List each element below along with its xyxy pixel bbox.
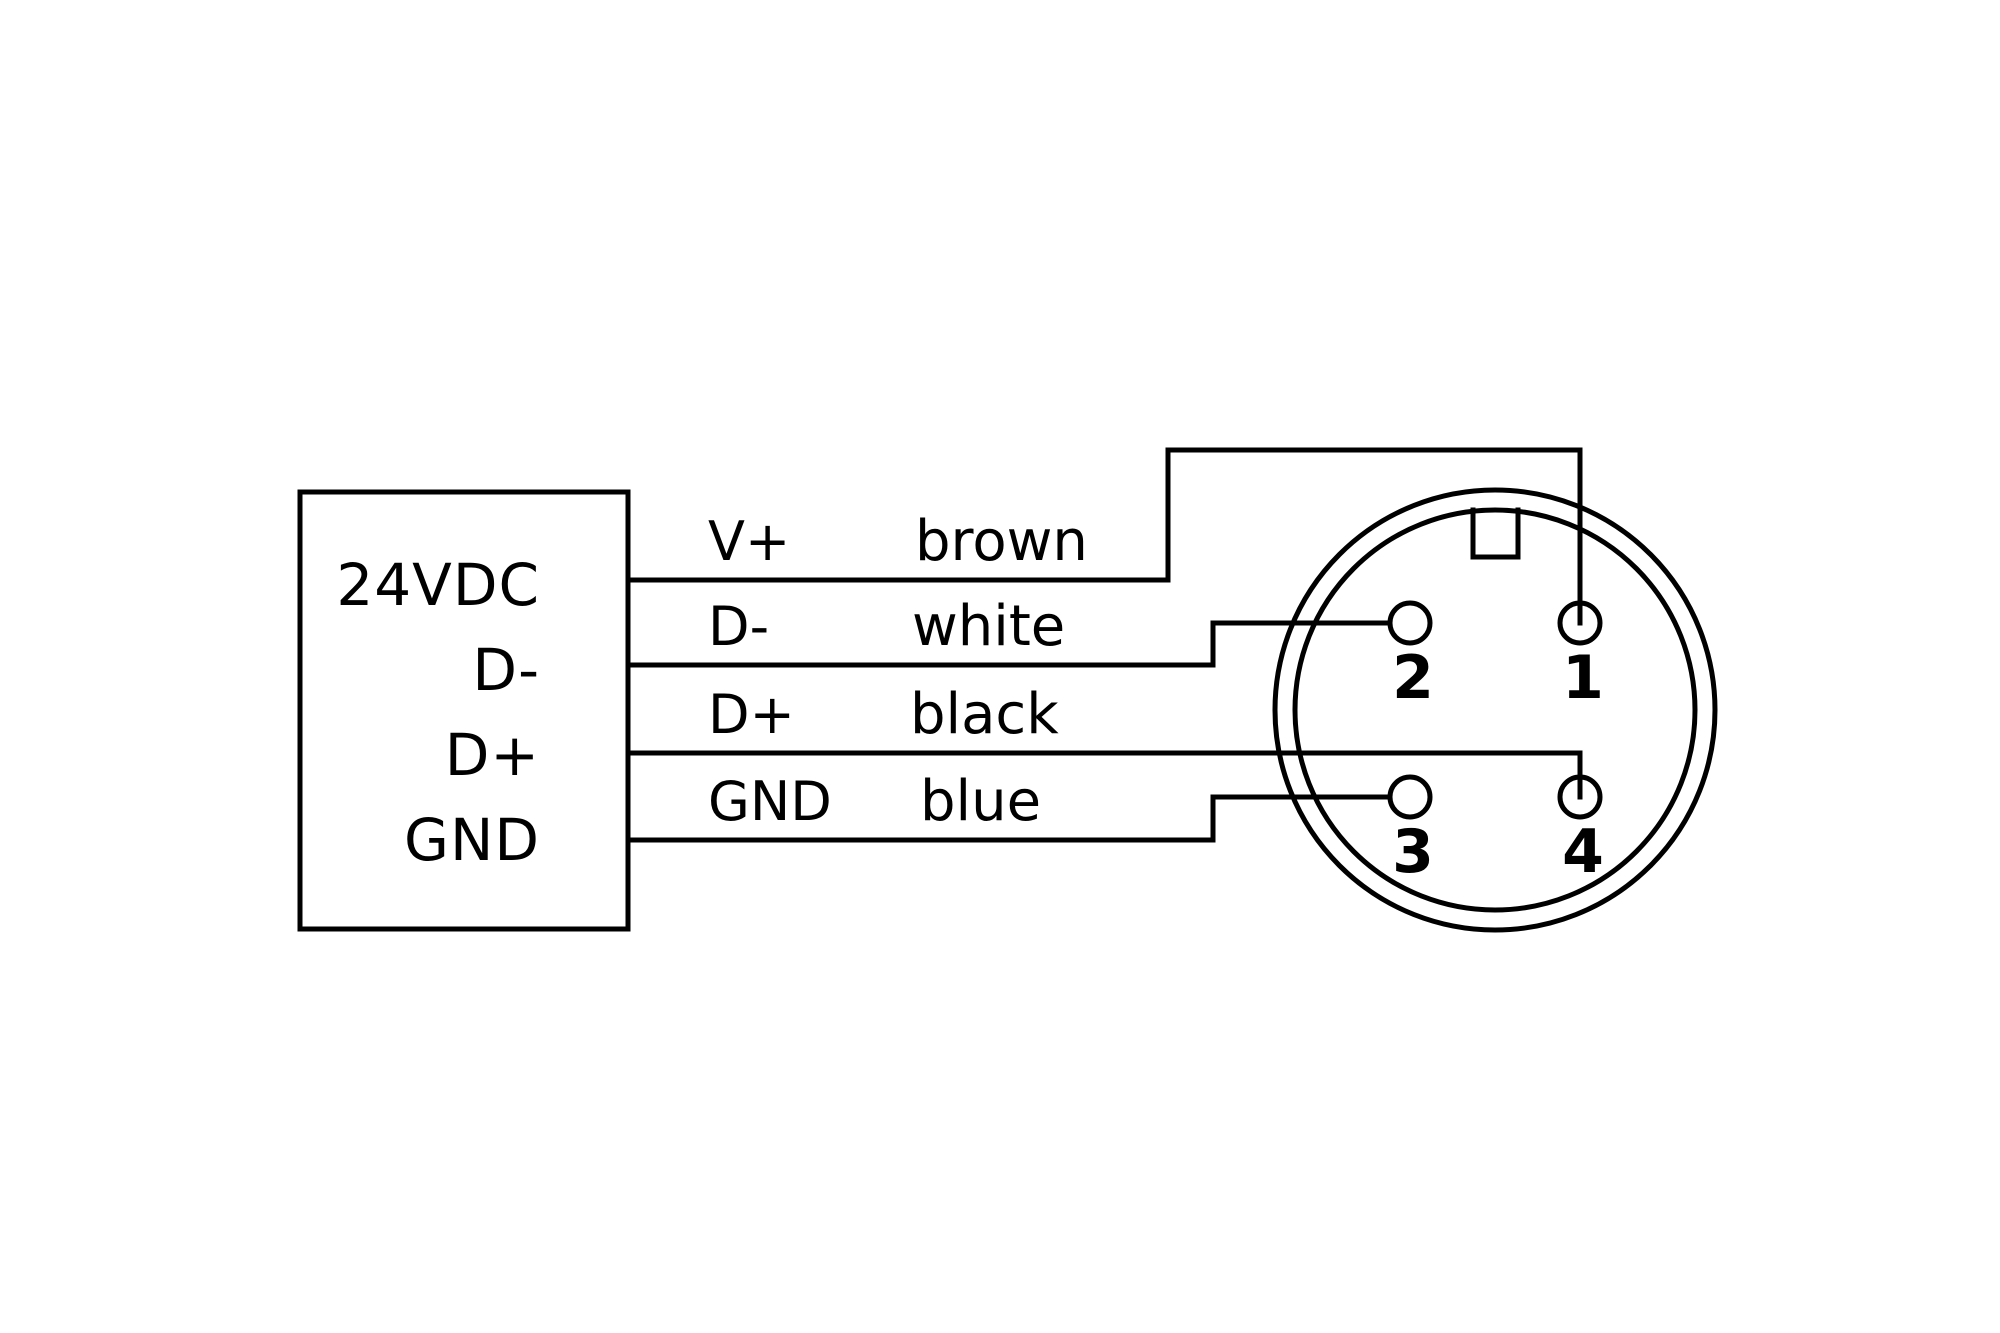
signal-label-d-minus: D- xyxy=(708,595,769,658)
connector-pin-2 xyxy=(1387,600,1433,646)
power-supply-block xyxy=(297,489,631,932)
wire-gnd xyxy=(625,794,1413,843)
signal-label-d-plus: D+ xyxy=(708,683,795,746)
connector-key-notch xyxy=(1470,507,1521,560)
connector-inner-ring xyxy=(1292,507,1698,913)
color-label-white: white xyxy=(912,594,1065,659)
connector-outer-ring xyxy=(1272,487,1718,933)
pin-number-3: 3 xyxy=(1392,817,1434,887)
signal-label-gnd: GND xyxy=(708,770,832,833)
block-label-d-minus: D- xyxy=(472,636,540,704)
pin-number-2: 2 xyxy=(1392,643,1434,713)
color-label-black: black xyxy=(910,682,1059,747)
pin-number-4: 4 xyxy=(1562,817,1604,887)
block-label-24vdc: 24VDC xyxy=(336,551,540,619)
block-label-gnd: GND xyxy=(404,806,540,874)
color-label-brown: brown xyxy=(915,509,1088,574)
block-label-d-plus: D+ xyxy=(445,721,540,789)
color-label-blue: blue xyxy=(920,769,1041,834)
signal-label-v-plus: V+ xyxy=(708,510,790,573)
connector-pin-3 xyxy=(1387,774,1433,820)
pin-number-1: 1 xyxy=(1562,643,1604,713)
wire-d-minus xyxy=(625,620,1413,668)
